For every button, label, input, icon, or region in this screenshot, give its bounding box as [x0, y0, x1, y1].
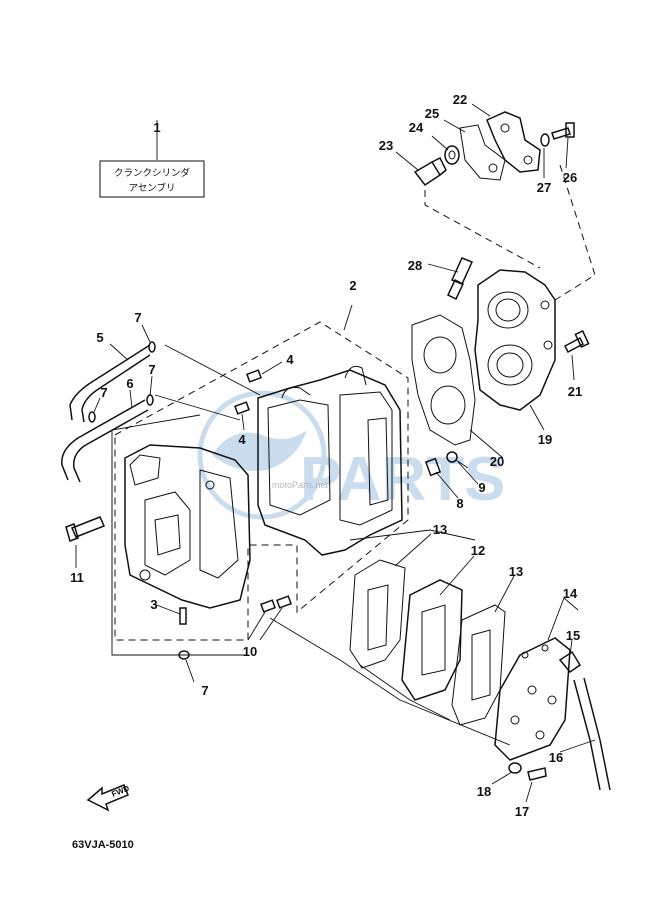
clip-7b: [146, 394, 154, 406]
callout-7a: 7: [134, 310, 141, 325]
callout-15: 15: [566, 628, 580, 643]
callout-7b: 7: [148, 362, 155, 377]
callout-6: 6: [126, 376, 133, 391]
assembly-line: [554, 164, 596, 301]
watermark-text: PARTS: [300, 445, 506, 514]
callout-3: 3: [150, 597, 157, 612]
callout-labels: 1 2 3 4 4 5 6 7 7 7 7 8 9 10 11 12 13 13…: [70, 92, 582, 819]
callout-19: 19: [538, 432, 552, 447]
callout-5: 5: [96, 330, 103, 345]
callout-10: 10: [243, 644, 257, 659]
callout-13b: 13: [509, 564, 523, 579]
exhaust-gasket-13b: [451, 604, 506, 726]
crankcase-half: [124, 444, 251, 609]
hose-16: [573, 677, 611, 791]
hose-6: [61, 399, 149, 483]
callout-22: 22: [453, 92, 467, 107]
watermark: PARTS motoParts.net: [197, 390, 506, 520]
callout-26: 26: [563, 170, 577, 185]
plug-9: [446, 451, 469, 469]
pin-8: [424, 457, 442, 477]
cylinder-assembly-outline: [114, 304, 409, 641]
fitting-15: [558, 650, 582, 674]
assembly-title-box: クランクシリンダ アセンブリ: [99, 120, 205, 198]
assembly-line: [424, 190, 541, 269]
head-gasket-20: [411, 314, 476, 446]
assembly-leaders: [111, 344, 511, 746]
cylinder-head-19: [474, 269, 556, 411]
callout-25: 25: [425, 106, 439, 121]
diagram-code: 63VJA-5010: [72, 839, 134, 851]
fwd-arrow-icon: FWD: [86, 784, 131, 812]
hose-5: [69, 344, 151, 423]
callout-7c: 7: [100, 385, 107, 400]
callout-20: 20: [490, 454, 504, 469]
exhaust-cover-14: [494, 637, 571, 761]
plug-23: [413, 156, 447, 187]
clip-7a: [148, 341, 156, 353]
title-line-1: クランクシリンダ: [114, 167, 191, 179]
callout-17: 17: [515, 804, 529, 819]
bolt-3: [179, 607, 187, 625]
bolt-21: [564, 329, 590, 354]
callout-2: 2: [349, 278, 356, 293]
callout-4b: 4: [238, 432, 246, 447]
bolt-17: [527, 767, 547, 781]
nipple-4b: [234, 401, 250, 415]
spark-plug-28: [447, 257, 474, 301]
callout-28: 28: [408, 258, 422, 273]
callout-14: 14: [563, 586, 578, 601]
bolt-26: [551, 122, 575, 140]
callout-11: 11: [70, 570, 84, 585]
callout-18: 18: [477, 784, 491, 799]
callout-13a: 13: [433, 522, 447, 537]
clip-7c: [88, 411, 96, 423]
callout-4a: 4: [286, 352, 294, 367]
washer-18: [508, 762, 522, 774]
callout-24: 24: [409, 120, 424, 135]
fwd-label: FWD: [110, 784, 130, 799]
callout-21: 21: [568, 384, 582, 399]
callout-9: 9: [478, 480, 485, 495]
pins-10: [260, 595, 292, 613]
callout-16: 16: [549, 750, 563, 765]
washer-27: [540, 133, 550, 147]
callout-12: 12: [471, 543, 485, 558]
callout-8: 8: [456, 496, 463, 511]
crankcase-body: [257, 365, 403, 556]
bolt-11: [65, 516, 106, 568]
callout-1: 1: [153, 120, 160, 135]
callout-7d: 7: [201, 683, 208, 698]
nipple-4a: [246, 369, 262, 383]
title-line-2: アセンブリ: [128, 182, 175, 194]
thermostat-cover: [444, 111, 541, 181]
exhaust-plate-12: [401, 579, 463, 701]
callout-27: 27: [537, 180, 551, 195]
watermark-small-text: motoParts.net: [272, 480, 329, 490]
callout-leaders: [93, 103, 596, 803]
exhaust-gasket-13a: [349, 559, 406, 669]
callout-23: 23: [379, 138, 393, 153]
